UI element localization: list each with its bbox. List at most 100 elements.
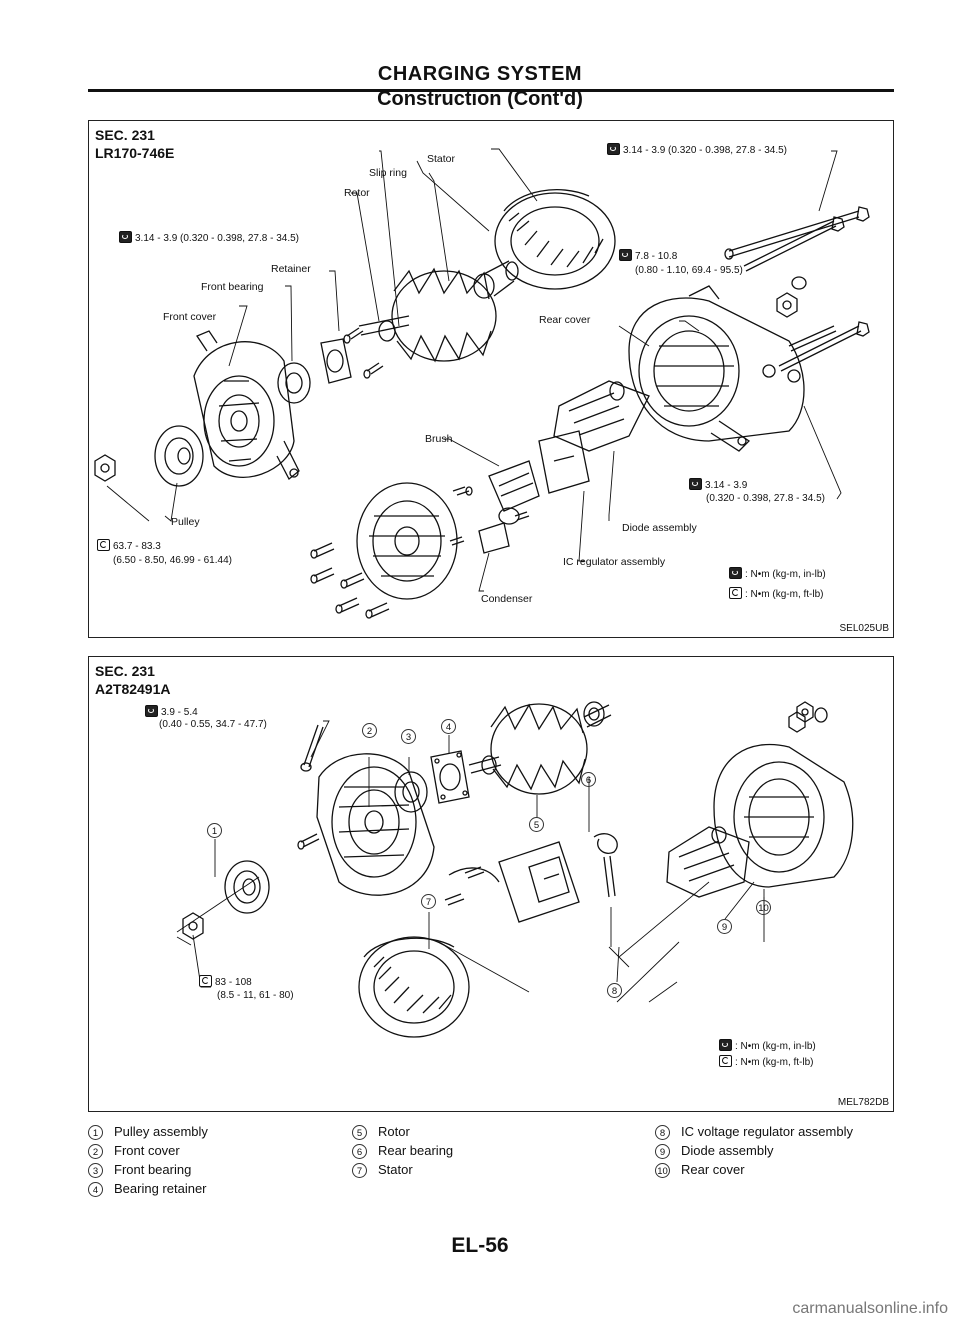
- callout-4: 4: [441, 719, 456, 734]
- ft-lb-icon: [199, 975, 212, 987]
- model-number-2: A2T82491A: [95, 681, 171, 697]
- callout-6: 6: [581, 772, 596, 787]
- callout-7: 7: [421, 894, 436, 909]
- label-front-bearing: Front bearing: [201, 281, 264, 293]
- label-stator: Stator: [427, 153, 456, 165]
- label-pulley: Pulley: [171, 516, 200, 528]
- torque-bolt: 3.9 - 5.4: [145, 705, 198, 718]
- label-brush: Brush: [425, 433, 453, 445]
- diagram-panel-lr170: SEC. 231 LR170-746E Stator Slip ring Rot…: [88, 120, 894, 638]
- units-ft-lb-2: : N•m (kg-m, ft-lb): [719, 1055, 814, 1068]
- rear-cover: [628, 285, 805, 452]
- torque-pulley-sub: (6.50 - 8.50, 46.99 - 61.44): [113, 555, 232, 566]
- torque-mid-sub: (0.80 - 1.10, 69.4 - 95.5): [635, 265, 743, 276]
- retainer: [320, 338, 352, 384]
- torque-lower-sub: (0.320 - 0.398, 27.8 - 34.5): [706, 493, 825, 504]
- label-condenser: Condenser: [481, 593, 533, 605]
- ft-lb-icon: [719, 1055, 732, 1067]
- leader-lines: [106, 148, 842, 592]
- leader-lines-2: [176, 720, 765, 1003]
- retainer-screws: [343, 327, 384, 379]
- bearing-retainer: [430, 750, 470, 804]
- front-bearing: [277, 362, 311, 404]
- label-ic-regulator: IC regulator assembly: [563, 556, 666, 568]
- torque-bolt-sub: (0.40 - 0.55, 34.7 - 47.7): [159, 719, 267, 730]
- ft-lb-icon: [97, 539, 110, 551]
- in-lb-icon: [689, 478, 702, 490]
- page-number: EL-56: [451, 1234, 509, 1257]
- figure-code: SEL025UB: [839, 623, 889, 634]
- rotor: [358, 260, 519, 363]
- watermark: carmanualsonline.info: [792, 1300, 948, 1317]
- torque-nut-sub: (8.5 - 11, 61 - 80): [217, 990, 294, 1001]
- pulley: [154, 425, 204, 487]
- front-screw: [297, 833, 320, 850]
- front-bearing-a2t: [394, 771, 428, 813]
- rotor-a2t: [468, 703, 612, 795]
- through-bolts: [724, 206, 870, 272]
- ic-regulator: [498, 430, 590, 525]
- loose-bolts: [310, 511, 530, 619]
- label-slip-ring: Slip ring: [369, 167, 407, 179]
- callout-5: 5: [529, 817, 544, 832]
- in-lb-icon: [119, 231, 132, 243]
- brush-holder: [452, 460, 540, 512]
- torque-mid: 7.8 - 10.8: [619, 249, 677, 262]
- torque-left: 3.14 - 3.9 (0.320 - 0.398, 27.8 - 34.5): [119, 231, 299, 244]
- figure-code-2: MEL782DB: [837, 1097, 889, 1108]
- units-ft-lb: : N•m (kg-m, ft-lb): [729, 587, 824, 600]
- label-diode-assembly: Diode assembly: [622, 522, 697, 534]
- lower-housing: [356, 482, 458, 600]
- label-retainer: Retainer: [271, 263, 311, 275]
- label-rotor: Rotor: [344, 187, 370, 199]
- model-number: LR170-746E: [95, 145, 175, 161]
- page-subtitle: Construction (Cont'd): [377, 88, 583, 110]
- ft-lb-icon: [729, 587, 742, 599]
- rear-bearing-a2t: [583, 701, 605, 727]
- callout-10: 10: [756, 900, 771, 915]
- callout-1: 1: [207, 823, 222, 838]
- condenser: [449, 522, 510, 554]
- torque-top-right: 3.14 - 3.9 (0.320 - 0.398, 27.8 - 34.5): [607, 143, 787, 156]
- pulley-nut-a2t: [182, 912, 204, 940]
- front-cover-a2t: [316, 753, 435, 896]
- callout-9: 9: [717, 919, 732, 934]
- rear-cover-a2t: [713, 743, 854, 888]
- in-lb-icon: [607, 143, 620, 155]
- page-title: CHARGING SYSTEM: [377, 63, 583, 85]
- in-lb-icon: [619, 249, 632, 261]
- nut-washer: [776, 276, 807, 318]
- torque-lower: 3.14 - 3.9: [689, 478, 747, 491]
- front-cover: [193, 330, 300, 481]
- top-bolt: [300, 724, 324, 772]
- rear-nuts: [788, 701, 828, 733]
- ic-regulator-a2t: [444, 841, 580, 923]
- callout-2: 2: [362, 723, 377, 738]
- callout-8: 8: [607, 983, 622, 998]
- rear-bolts: [762, 321, 870, 383]
- torque-nut: 83 - 108: [199, 975, 252, 988]
- callout-3: 3: [401, 729, 416, 744]
- label-front-cover: Front cover: [163, 311, 217, 323]
- in-lb-icon: [729, 567, 742, 579]
- header-rule: [88, 89, 894, 92]
- in-lb-icon: [719, 1039, 732, 1051]
- exploded-view-a2t: [176, 701, 854, 1038]
- units-in-lb-2: : N•m (kg-m, in-lb): [719, 1039, 816, 1052]
- diode-rectifier: [553, 380, 650, 452]
- diagram-panel-a2t: SEC. 231 A2T82491A 3.9 - 5.4 (0.40 - 0.5…: [88, 656, 894, 1112]
- sec-number-2: SEC. 231: [95, 663, 155, 679]
- stator-a2t: [358, 936, 470, 1038]
